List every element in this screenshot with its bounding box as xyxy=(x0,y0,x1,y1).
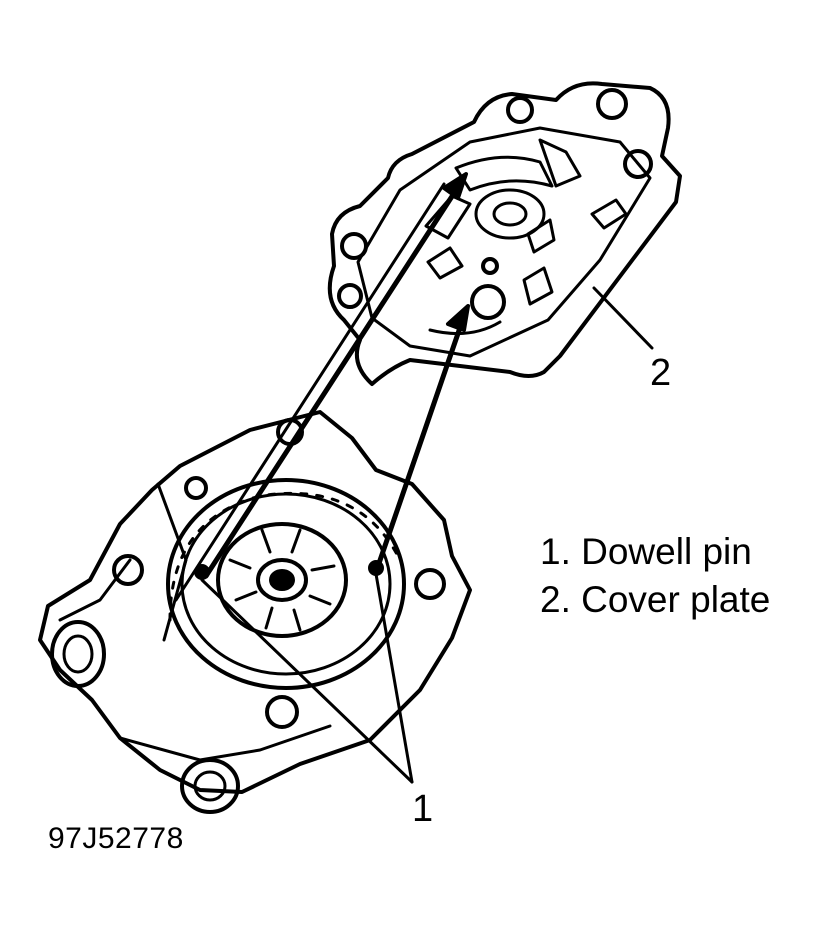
callout-1-leaders xyxy=(200,572,414,784)
legend: 1. Dowell pin 2. Cover plate xyxy=(540,528,770,624)
arrowhead-upper xyxy=(442,172,468,200)
cover-plate xyxy=(327,81,682,386)
legend-item-cover-plate: 2. Cover plate xyxy=(540,579,771,620)
callout-label-1: 1 xyxy=(412,788,434,830)
alignment-arrows xyxy=(174,181,467,602)
callout-2-leader xyxy=(592,286,654,350)
figure-id: 97J52778 xyxy=(48,822,184,855)
arrowhead-lower xyxy=(446,304,470,332)
legend-item-dowell-pin: 1. Dowell pin xyxy=(540,531,752,572)
callout-label-2: 2 xyxy=(650,352,672,394)
